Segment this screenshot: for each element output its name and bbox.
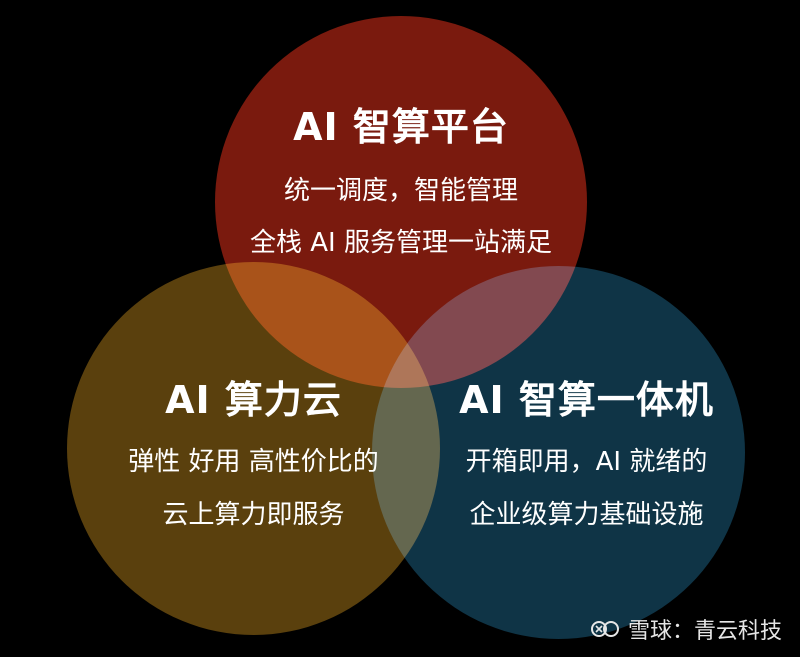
watermark: 雪球：青云科技 — [590, 613, 782, 645]
snowball-logo-icon — [590, 616, 620, 642]
top-circle-line-1: 统一调度，智能管理 — [283, 176, 518, 206]
left-circle-line-2: 云上算力即服务 — [162, 500, 345, 530]
top-circle-title: AI 智算平台 — [293, 105, 509, 149]
circle-ai-appliance — [372, 266, 745, 639]
right-circle-line-1: 开箱即用，AI 就绪的 — [465, 447, 708, 477]
right-circle-line-2: 企业级算力基础设施 — [469, 500, 704, 530]
left-circle-title: AI 算力云 — [165, 378, 342, 422]
watermark-text: 雪球：青云科技 — [627, 619, 782, 644]
right-circle-title: AI 智算一体机 — [459, 378, 714, 422]
left-circle-line-1: 弹性 好用 高性价比的 — [128, 447, 379, 477]
top-circle-line-2: 全栈 AI 服务管理一站满足 — [250, 228, 552, 258]
